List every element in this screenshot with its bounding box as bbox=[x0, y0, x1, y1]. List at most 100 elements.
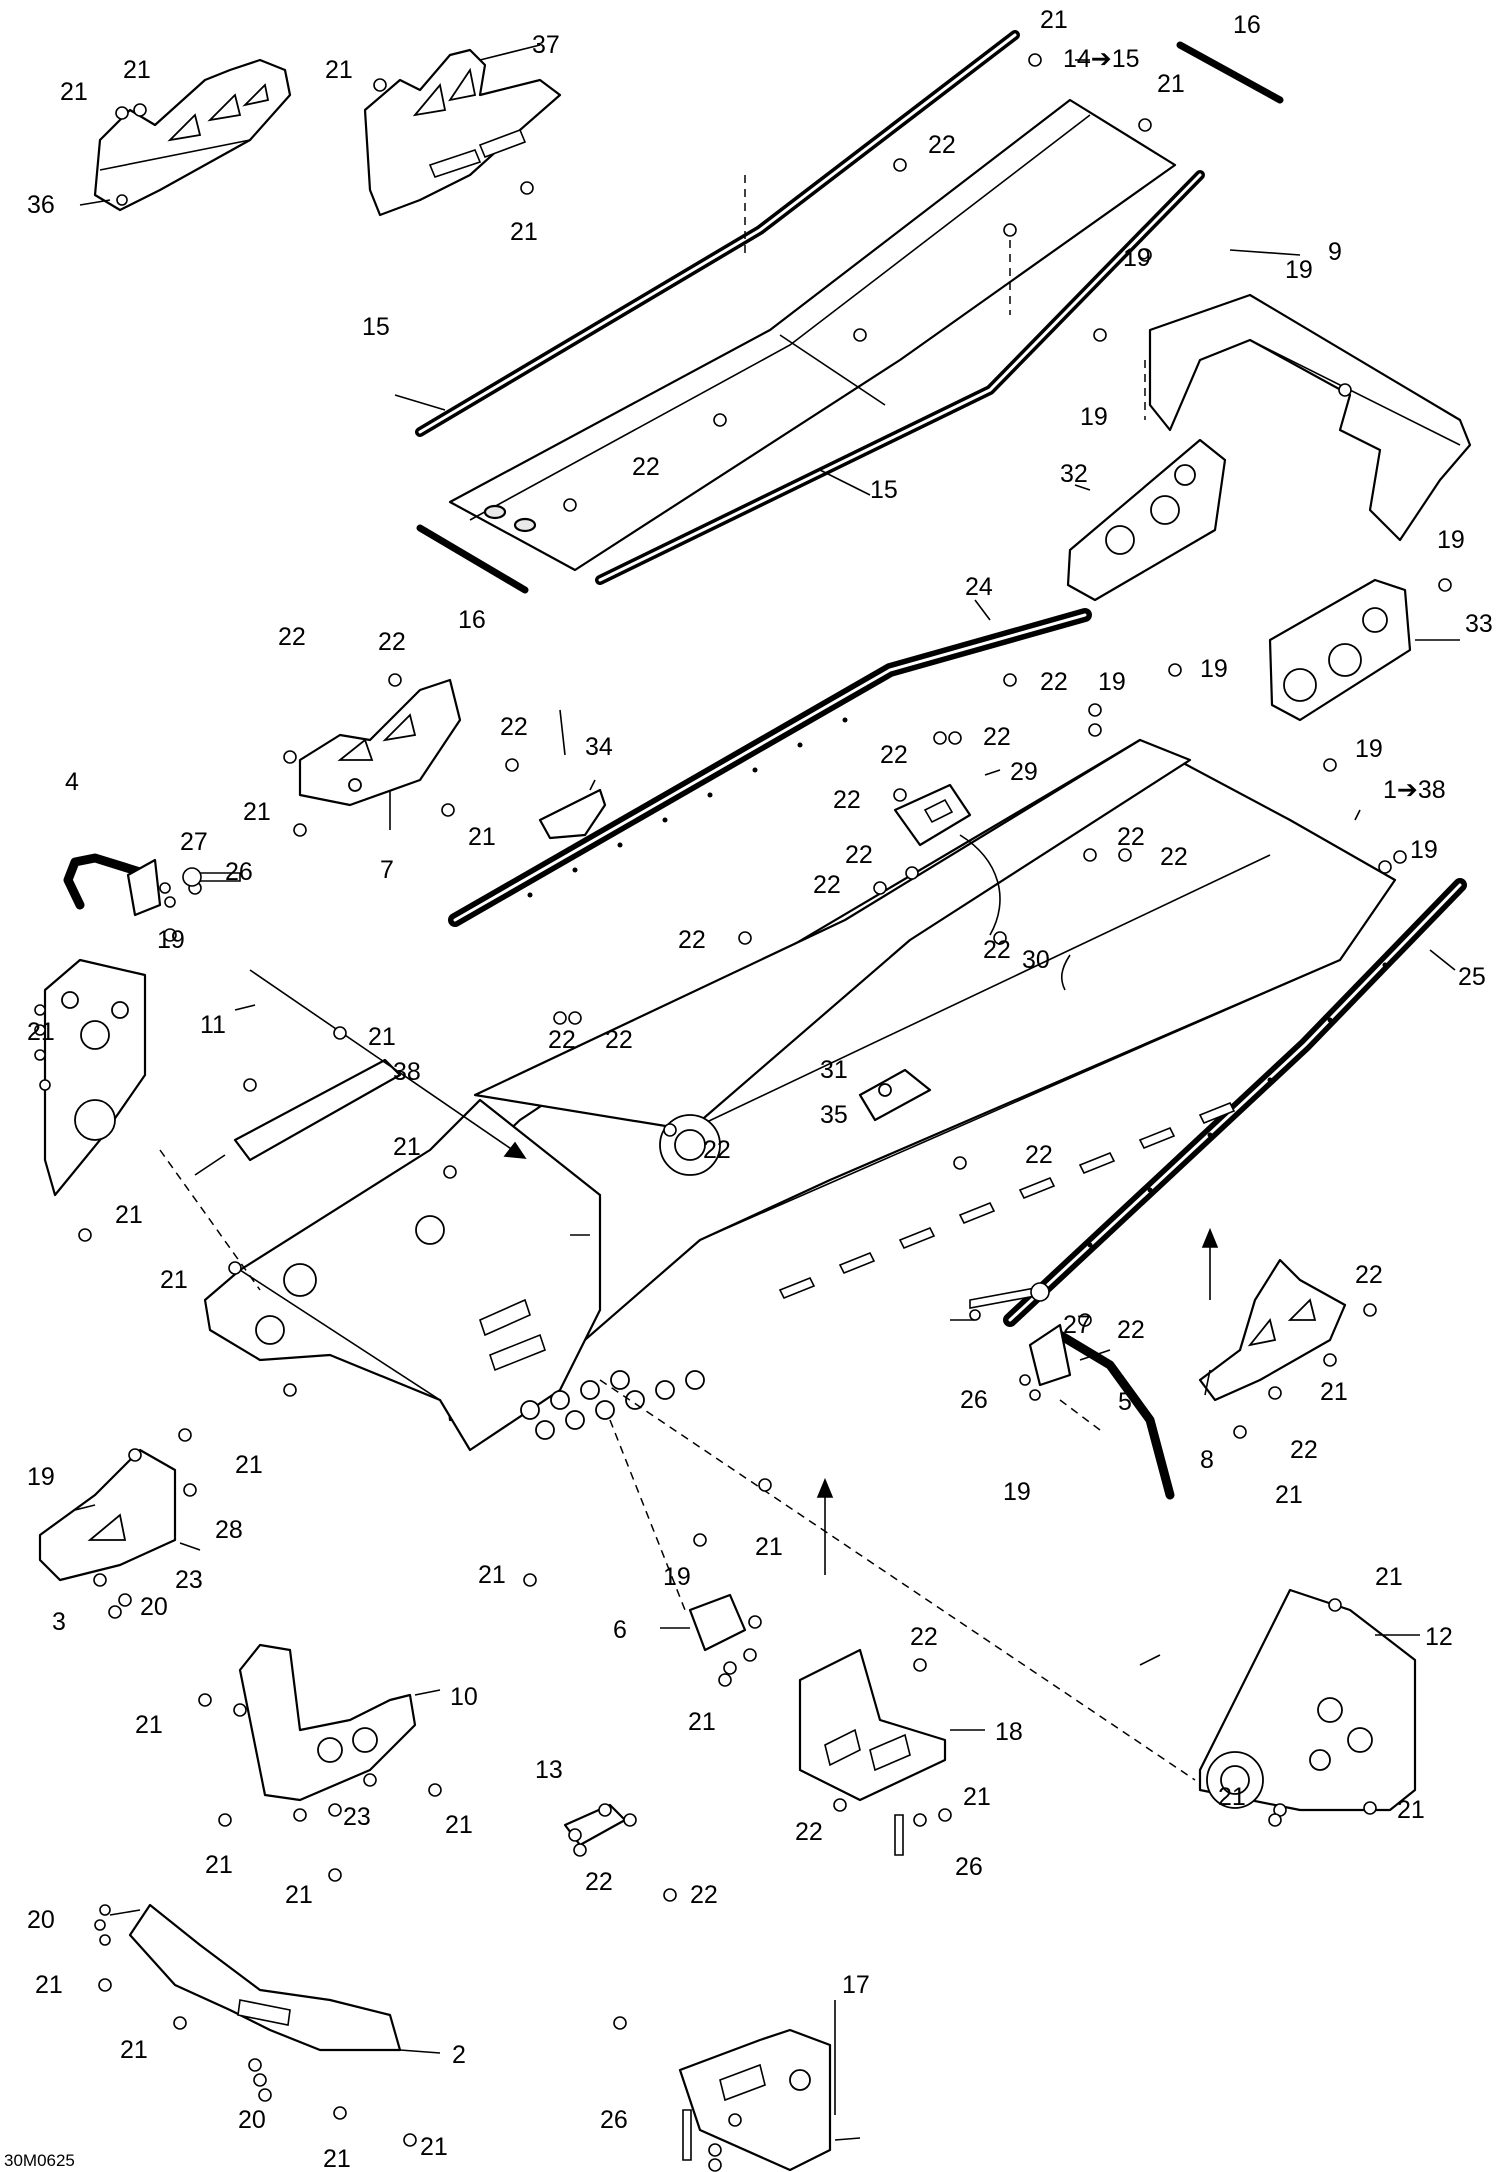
callout-23: 23 bbox=[343, 1803, 371, 1831]
callout-38: 38 bbox=[393, 1058, 421, 1086]
callout-21: 21 bbox=[368, 1023, 396, 1051]
rail-rivets bbox=[527, 717, 1388, 1248]
callout-22: 22 bbox=[378, 628, 406, 656]
callout-26: 26 bbox=[955, 1853, 983, 1881]
part-17-bracket bbox=[678, 2028, 832, 2172]
callout-28: 28 bbox=[215, 1516, 243, 1544]
callout-22: 22 bbox=[1290, 1436, 1318, 1464]
callout-15: 15 bbox=[362, 313, 390, 341]
part-2-bracket bbox=[128, 1903, 402, 2052]
callout-36: 36 bbox=[27, 191, 55, 219]
callout-9: 9 bbox=[1328, 238, 1342, 266]
callout-22: 22 bbox=[703, 1136, 731, 1164]
callout-22: 22 bbox=[983, 936, 1011, 964]
callout-21: 21 bbox=[963, 1783, 991, 1811]
callout-24: 24 bbox=[965, 573, 993, 601]
part-38-strip bbox=[233, 1058, 402, 1162]
part-16-rubber-strip-lower bbox=[416, 524, 529, 594]
callout-34: 34 bbox=[585, 733, 613, 761]
callout-21: 21 bbox=[115, 1201, 143, 1229]
part-37-footrest-bracket bbox=[363, 48, 562, 217]
callout-17: 17 bbox=[842, 1971, 870, 1999]
callout-21: 21 bbox=[445, 1811, 473, 1839]
callout-19: 19 bbox=[27, 1463, 55, 1491]
part-4-handle bbox=[63, 853, 162, 917]
callout-22: 22 bbox=[845, 841, 873, 869]
callout-22: 22 bbox=[632, 453, 660, 481]
part-7-bracket bbox=[298, 678, 462, 807]
callout-19: 19 bbox=[1098, 668, 1126, 696]
callout-22: 22 bbox=[1117, 1316, 1145, 1344]
callout-13: 13 bbox=[535, 1756, 563, 1784]
callout-22: 22 bbox=[605, 1026, 633, 1054]
callout-22: 22 bbox=[795, 1818, 823, 1846]
callout-21: 21 bbox=[1320, 1378, 1348, 1406]
callout-12: 12 bbox=[1425, 1623, 1453, 1651]
callout-4: 4 bbox=[65, 768, 79, 796]
callout-14-15: 14➔15 bbox=[1063, 45, 1140, 73]
callout-11: 11 bbox=[200, 1011, 226, 1039]
callout-35: 35 bbox=[820, 1101, 848, 1129]
callout-22: 22 bbox=[813, 871, 841, 899]
callout-19: 19 bbox=[1200, 655, 1228, 683]
part-15-rail-upper bbox=[415, 30, 1020, 437]
callout-20: 20 bbox=[140, 1593, 168, 1621]
callout-22: 22 bbox=[500, 713, 528, 741]
part-32-side-plate bbox=[1066, 438, 1227, 602]
callout-23: 23 bbox=[175, 1566, 203, 1594]
callout-21: 21 bbox=[323, 2145, 351, 2172]
callout-16: 16 bbox=[458, 606, 486, 634]
callout-22: 22 bbox=[1025, 1141, 1053, 1169]
callout-27: 27 bbox=[180, 828, 208, 856]
floor-perforations bbox=[520, 1101, 1236, 1440]
callout-19: 19 bbox=[1355, 735, 1383, 763]
callout-20: 20 bbox=[27, 1906, 55, 1934]
callout-19: 19 bbox=[1437, 526, 1465, 554]
callout-16: 16 bbox=[1233, 11, 1261, 39]
part-16-rubber-strip-upper bbox=[1176, 41, 1284, 104]
part-3-bracket bbox=[38, 1448, 177, 1582]
callout-21: 21 bbox=[285, 1881, 313, 1909]
callout-26: 26 bbox=[960, 1386, 988, 1414]
callout-21: 21 bbox=[468, 823, 496, 851]
callout-19: 19 bbox=[1003, 1478, 1031, 1506]
callout-21: 21 bbox=[1375, 1563, 1403, 1591]
callout-26: 26 bbox=[225, 858, 253, 886]
callout-22: 22 bbox=[678, 926, 706, 954]
part-25-slide-rail bbox=[1003, 878, 1467, 1327]
callout-21: 21 bbox=[123, 56, 151, 84]
callout-21: 21 bbox=[205, 1851, 233, 1879]
callout-21: 21 bbox=[420, 2133, 448, 2161]
part-29-plate bbox=[893, 783, 972, 847]
callout-21: 21 bbox=[1040, 6, 1068, 34]
callout-21: 21 bbox=[1218, 1783, 1246, 1811]
callout-22: 22 bbox=[880, 741, 908, 769]
callout-21: 21 bbox=[393, 1133, 421, 1161]
callout-31: 31 bbox=[820, 1056, 848, 1084]
part-33-rear-plate bbox=[1268, 578, 1412, 722]
part-24-slide-rail bbox=[448, 608, 1092, 927]
part-10-bracket bbox=[238, 1643, 417, 1802]
callout-1-38: 1➔38 bbox=[1383, 776, 1446, 804]
callout-19: 19 bbox=[1080, 403, 1108, 431]
callout-21: 21 bbox=[688, 1708, 716, 1736]
part-35-bracket bbox=[858, 1068, 932, 1122]
callout-21: 21 bbox=[1157, 70, 1185, 98]
callout-6: 6 bbox=[613, 1616, 627, 1644]
drawing-code: 30M0625 bbox=[4, 2151, 75, 2170]
callout-37: 37 bbox=[532, 31, 560, 59]
callout-5: 5 bbox=[1118, 1388, 1132, 1416]
callout-22: 22 bbox=[548, 1026, 576, 1054]
callout-21: 21 bbox=[160, 1266, 188, 1294]
callout-22: 22 bbox=[1040, 668, 1068, 696]
assembly-arrows bbox=[249, 834, 1219, 1575]
callout-22: 22 bbox=[278, 623, 306, 651]
part-11-side-plate bbox=[43, 958, 147, 1197]
callout-18: 18 bbox=[995, 1718, 1023, 1746]
callout-19: 19 bbox=[1410, 836, 1438, 864]
part-5-handle bbox=[1028, 1323, 1175, 1500]
callout-22: 22 bbox=[983, 723, 1011, 751]
callout-3: 3 bbox=[52, 1608, 66, 1636]
callout-22: 22 bbox=[928, 131, 956, 159]
part-14-tunnel-top-panel bbox=[448, 98, 1177, 572]
